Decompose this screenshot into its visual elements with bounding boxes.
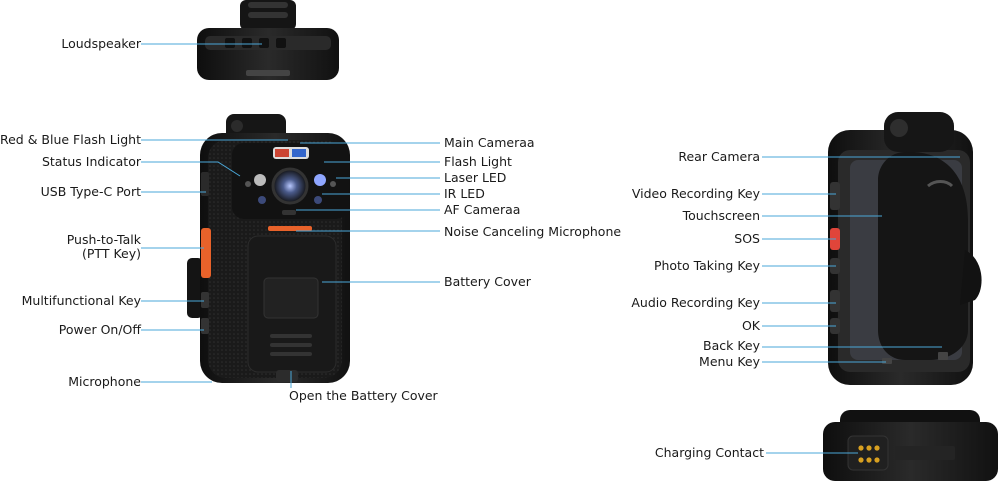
label-touchscreen: Touchscreen xyxy=(682,208,760,223)
label-flash-light: Flash Light xyxy=(444,154,512,169)
label-loudspeaker: Loudspeaker xyxy=(61,36,141,51)
label-ir-led: IR LED xyxy=(444,186,485,201)
label-audio-key: Audio Recording Key xyxy=(631,295,760,310)
label-status-indicator: Status Indicator xyxy=(41,154,141,169)
label-microphone: Microphone xyxy=(68,374,141,389)
label-main-camera: Main Cameraa xyxy=(444,135,535,150)
label-open-battery: Open the Battery Cover xyxy=(289,388,438,403)
label-photo-key: Photo Taking Key xyxy=(653,258,760,273)
label-power: Power On/Off xyxy=(58,322,141,337)
label-ptt-line2: (PTT Key) xyxy=(82,246,141,261)
label-usb-port: USB Type-C Port xyxy=(40,184,141,199)
label-back-key: Back Key xyxy=(703,338,760,353)
label-rear-camera: Rear Camera xyxy=(678,149,760,164)
label-ptt-line1: Push-to-Talk xyxy=(66,232,141,247)
label-charging-contact: Charging Contact xyxy=(654,445,764,460)
label-multifunctional-key: Multifunctional Key xyxy=(21,293,141,308)
label-sos: SOS xyxy=(734,231,760,246)
label-battery-cover: Battery Cover xyxy=(444,274,531,289)
label-video-key: Video Recording Key xyxy=(631,186,760,201)
bottom-view-device xyxy=(823,410,998,481)
label-ok: OK xyxy=(741,318,760,333)
label-menu-key: Menu Key xyxy=(699,354,760,369)
top-view-device xyxy=(197,0,339,80)
label-af-camera: AF Cameraa xyxy=(444,202,521,217)
back-view-device xyxy=(828,112,982,385)
label-laser-led: Laser LED xyxy=(444,170,507,185)
front-view-device xyxy=(187,114,350,383)
label-noise-mic: Noise Canceling Microphone xyxy=(444,224,622,239)
label-red-blue-flash: Red & Blue Flash Light xyxy=(0,132,141,147)
leader-lines xyxy=(141,43,960,454)
